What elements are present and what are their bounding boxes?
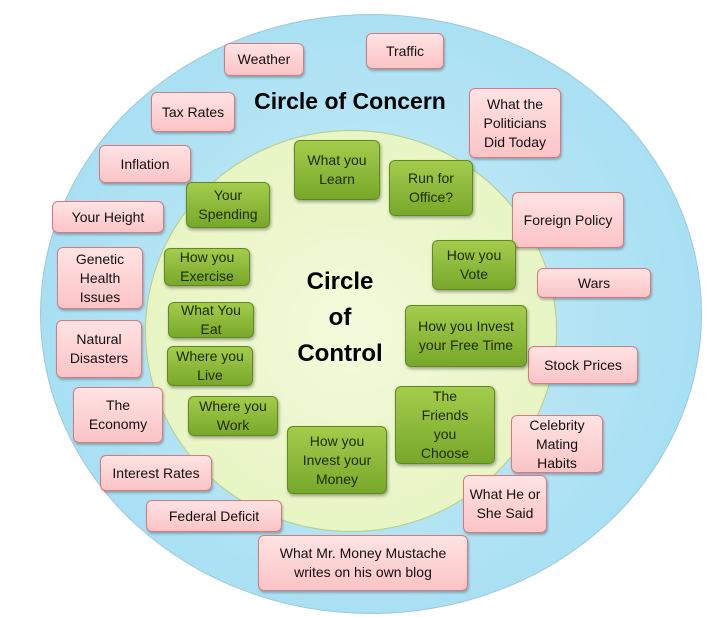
- control-item: How you Invest your Money: [287, 426, 387, 494]
- concern-item: The Economy: [73, 387, 163, 443]
- control-item: The Friends you Choose: [395, 386, 495, 464]
- concern-item: Your Height: [52, 201, 164, 233]
- control-title-line: Circle: [306, 268, 374, 295]
- control-item: What You Eat: [168, 302, 254, 338]
- control-item: Where you Live: [167, 346, 253, 386]
- control-title: Circle of Control: [280, 264, 400, 372]
- concern-item: What He or She Said: [463, 475, 547, 533]
- control-item: What you Learn: [294, 140, 380, 200]
- control-item: Your Spending: [186, 182, 270, 228]
- concern-title: Circle of Concern: [254, 88, 446, 114]
- concern-item: Celebrity Mating Habits: [511, 415, 603, 473]
- control-title-line: of: [328, 304, 352, 331]
- concern-item: Interest Rates: [100, 455, 212, 491]
- concern-item: What Mr. Money Mustache writes on his ow…: [258, 535, 468, 591]
- control-item: How you Exercise: [164, 248, 250, 286]
- concern-item: Wars: [537, 268, 651, 298]
- concern-item: Foreign Policy: [512, 192, 624, 248]
- concern-item: Natural Disasters: [56, 320, 142, 378]
- concern-item: Traffic: [366, 33, 444, 69]
- concern-item: Tax Rates: [151, 92, 235, 132]
- control-item: Run for Office?: [389, 160, 473, 216]
- control-title-line: Control: [297, 340, 383, 367]
- concern-item: Genetic Health Issues: [57, 247, 143, 309]
- concern-item: What the Politicians Did Today: [469, 88, 561, 158]
- control-item: How you Invest your Free Time: [405, 305, 527, 367]
- concern-item: Stock Prices: [528, 346, 638, 384]
- control-item: Where you Work: [188, 396, 278, 436]
- concern-item: Weather: [224, 43, 304, 76]
- concern-item: Federal Deficit: [146, 500, 282, 532]
- control-item: How you Vote: [432, 240, 516, 290]
- concern-item: Inflation: [99, 145, 191, 183]
